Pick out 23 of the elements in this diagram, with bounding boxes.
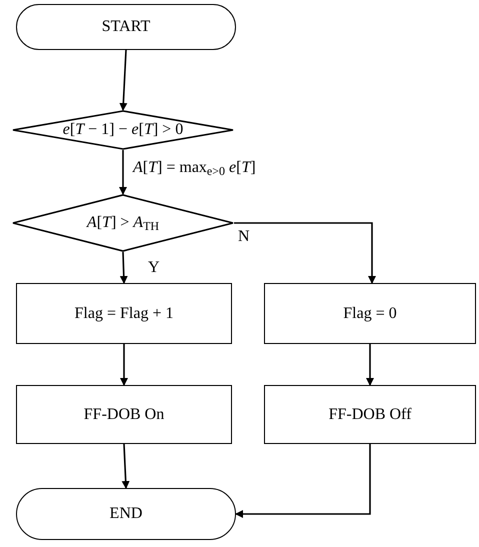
arrow xyxy=(120,344,128,386)
arrow xyxy=(119,150,127,195)
process-box xyxy=(16,283,232,344)
node-text: START xyxy=(102,17,150,37)
arrow xyxy=(234,222,376,284)
arrow xyxy=(119,50,128,111)
edge-label: A[T] = max$_{e>0}$ e[T] xyxy=(133,158,256,178)
node-text: Flag = 0 xyxy=(343,304,397,324)
process-box xyxy=(264,385,476,444)
node-text: e[T − 1] − e[T] > 0 xyxy=(62,120,184,140)
terminal-shape xyxy=(16,488,236,540)
process-box xyxy=(16,385,232,444)
arrow xyxy=(235,444,371,518)
arrow xyxy=(366,344,374,386)
arrow xyxy=(122,444,130,489)
node-text: A[T] > A$_{TH}$ xyxy=(86,213,160,233)
node-text: Flag = Flag + 1 xyxy=(74,304,174,324)
arrow xyxy=(120,252,128,284)
node-text: FF-DOB Off xyxy=(328,404,412,424)
node-text: END xyxy=(110,504,142,524)
node-text: FF-DOB On xyxy=(84,404,164,424)
terminal-shape xyxy=(16,4,236,50)
process-box xyxy=(264,283,476,344)
